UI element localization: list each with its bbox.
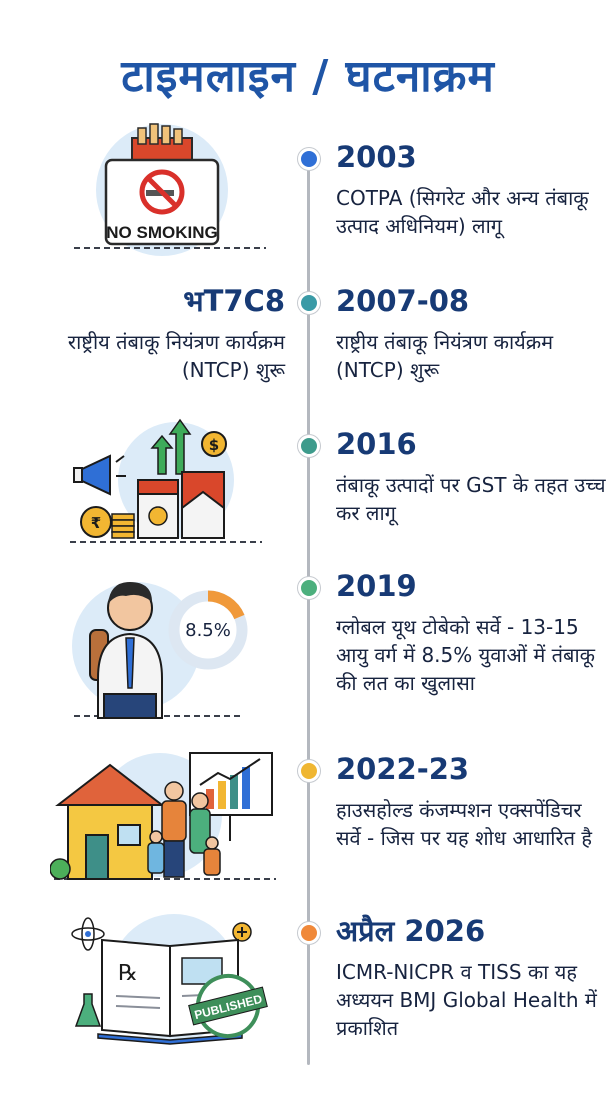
timeline-dot-2022-23 [298,760,320,782]
event-description: हाउसहोल्ड कंजम्पशन एक्सपेंडिचर सर्वे - ज… [336,798,593,850]
timeline-dot-2016 [298,435,320,457]
household-illustration [50,745,280,885]
event-description: तंबाकू उत्पादों पर GST के तहत उच्च कर ला… [336,473,606,525]
left-event-year: भT7C8 [183,284,285,318]
timeline-dot-2007-08 [298,292,320,314]
tax-increase-illustration: $ ₹ [66,418,266,548]
event-year: 2019 [336,569,417,603]
donut-chart: 8.5% [168,590,248,670]
timeline-dot-2003 [298,148,320,170]
no-smoking-text: NO SMOKING [106,223,217,242]
timeline-dot-2026 [298,922,320,944]
timeline-line [307,150,310,1065]
left-event-description: राष्ट्रीय तंबाकू नियंत्रण कार्यक्रम (NTC… [67,330,285,382]
event-year: 2022-23 [336,752,470,786]
no-smoking-illustration: NO SMOKING [70,120,270,260]
event-2019: 2019 ग्लोबल यूथ टोबेको सर्वे - 13-15 आयु… [336,569,606,697]
event-year: 2007-08 [336,284,470,318]
event-year: 2003 [336,140,417,174]
event-description: ICMR-NICPR व TISS का यह अध्ययन BMJ Globa… [336,960,597,1040]
event-year: अप्रैल 2026 [336,914,486,948]
prescription-symbol: ℞ [118,961,138,986]
event-2007-08: 2007-08 राष्ट्रीय तंबाकू नियंत्रण कार्यक… [336,284,606,384]
timeline-dot-2019 [298,577,320,599]
youth-survey-illustration: 8.5% [70,568,270,723]
rupee-coin-text: ₹ [91,514,101,532]
event-2026: अप्रैल 2026 ICMR-NICPR व TISS का यह अध्य… [336,914,606,1042]
event-year: 2016 [336,427,417,461]
publication-illustration: ℞ PUBLISHED [62,908,282,1048]
page-title: टाइमलाइन / घटनाक्रम [121,51,495,102]
event-description: ग्लोबल यूथ टोबेको सर्वे - 13-15 आयु वर्ग… [336,615,595,695]
event-description: राष्ट्रीय तंबाकू नियंत्रण कार्यक्रम (NTC… [336,330,554,382]
event-2016: 2016 तंबाकू उत्पादों पर GST के तहत उच्च … [336,427,606,527]
donut-label: 8.5% [185,620,231,641]
left-event-2007-08: भT7C8 राष्ट्रीय तंबाकू नियंत्रण कार्यक्र… [40,284,285,384]
event-description: COTPA (सिगरेट और अन्य तंबाकू उत्पाद अधिन… [336,186,589,238]
event-2003: 2003 COTPA (सिगरेट और अन्य तंबाकू उत्पाद… [336,140,606,240]
dollar-coin-text: $ [209,436,219,454]
event-2022-23: 2022-23 हाउसहोल्ड कंजम्पशन एक्सपेंडिचर स… [336,752,606,852]
